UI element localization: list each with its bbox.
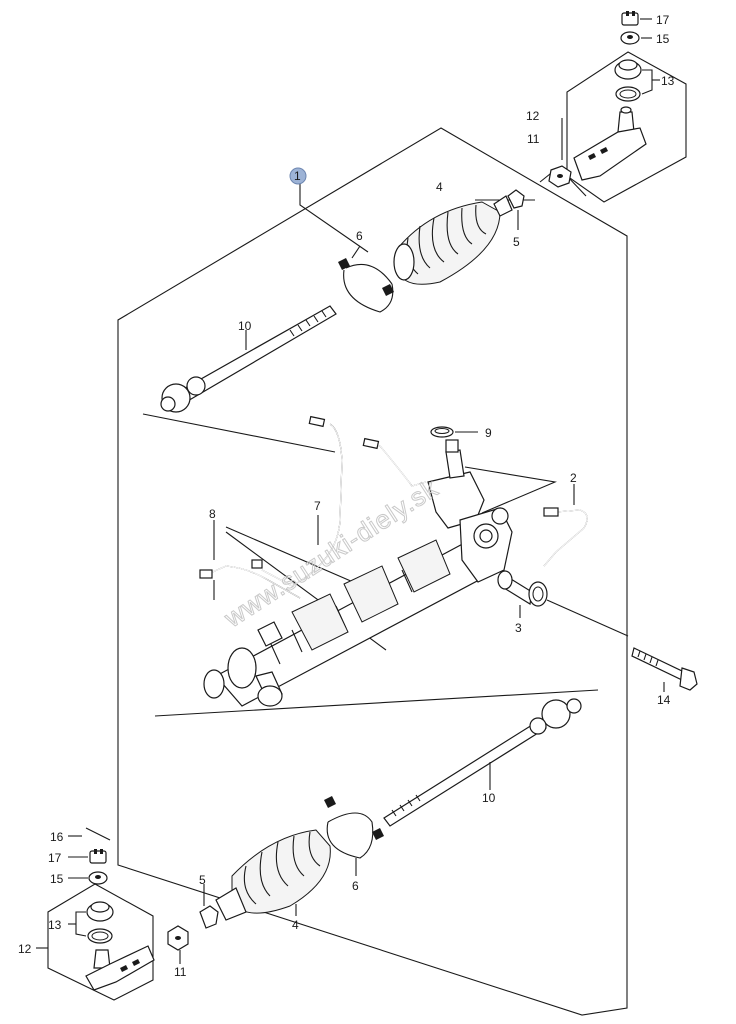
callout-1: 1 <box>294 169 301 183</box>
tie-rod-end-box-lower <box>47 883 154 1001</box>
callout-10-lower: 10 <box>482 791 496 805</box>
pipe-7 <box>261 415 427 587</box>
o-ring-9 <box>430 426 478 438</box>
inner-tie-rod-lower <box>383 698 582 827</box>
callout-12-lower: 12 <box>18 942 32 956</box>
dust-seal-lower <box>68 901 114 944</box>
callout-labels: 1 2 3 4 4 5 5 6 6 7 8 9 10 10 11 11 12 1… <box>18 13 675 979</box>
bolt-14 <box>631 647 698 692</box>
callout-3: 3 <box>515 621 522 635</box>
rack-boot-upper <box>393 195 513 285</box>
boot-clamp-upper <box>338 245 394 313</box>
callout-11-lower: 11 <box>174 965 187 979</box>
nut-11-upper <box>548 165 572 188</box>
cotter-pin <box>68 827 111 841</box>
callout-6-upper: 6 <box>356 229 363 243</box>
tie-rod-end-upper <box>573 106 647 181</box>
boot-clamp-lower <box>324 796 384 876</box>
bushing-3 <box>497 570 548 618</box>
callout-5-upper: 5 <box>513 235 520 249</box>
callout-11-upper: 11 <box>527 132 540 146</box>
callout-12-upper: 12 <box>526 109 540 123</box>
washer-lower <box>68 871 108 885</box>
callout-8: 8 <box>209 507 216 521</box>
callout-16: 16 <box>50 830 64 844</box>
nut-11-lower <box>167 925 189 964</box>
boot-clip-upper <box>507 189 525 230</box>
callout-13-upper: 13 <box>661 74 675 88</box>
callout-10-upper: 10 <box>238 319 252 333</box>
callout-9: 9 <box>485 426 492 440</box>
callout-2: 2 <box>570 471 577 485</box>
callout-13-lower: 13 <box>48 918 62 932</box>
callout-7: 7 <box>314 499 321 513</box>
callout-14: 14 <box>657 693 671 707</box>
inner-tie-rod-upper <box>160 305 337 413</box>
rack-housing <box>203 539 495 707</box>
castle-nut-lower <box>68 849 107 864</box>
pipe-8 <box>199 520 301 600</box>
castle-nut-upper <box>621 11 652 26</box>
pipe-2 <box>543 484 588 567</box>
callout-4-upper: 4 <box>436 180 443 194</box>
callout-1-highlight <box>289 167 307 185</box>
valve-body <box>427 439 513 583</box>
callout-17-lower: 17 <box>48 851 62 865</box>
boot-clip-lower <box>199 884 219 929</box>
callout-5-lower: 5 <box>199 873 206 887</box>
washer-upper <box>620 31 652 45</box>
callout-15-lower: 15 <box>50 872 64 886</box>
assembly-frame <box>117 127 628 1016</box>
dust-seal-upper <box>614 59 660 102</box>
rack-boot-lower <box>215 829 331 921</box>
tie-rod-end-lower <box>36 945 155 991</box>
callout-17-upper: 17 <box>656 13 670 27</box>
callout-6-lower: 6 <box>352 879 359 893</box>
callout-15-upper: 15 <box>656 32 670 46</box>
callout-4-lower: 4 <box>292 918 299 932</box>
tie-rod-end-box-upper <box>566 51 687 203</box>
